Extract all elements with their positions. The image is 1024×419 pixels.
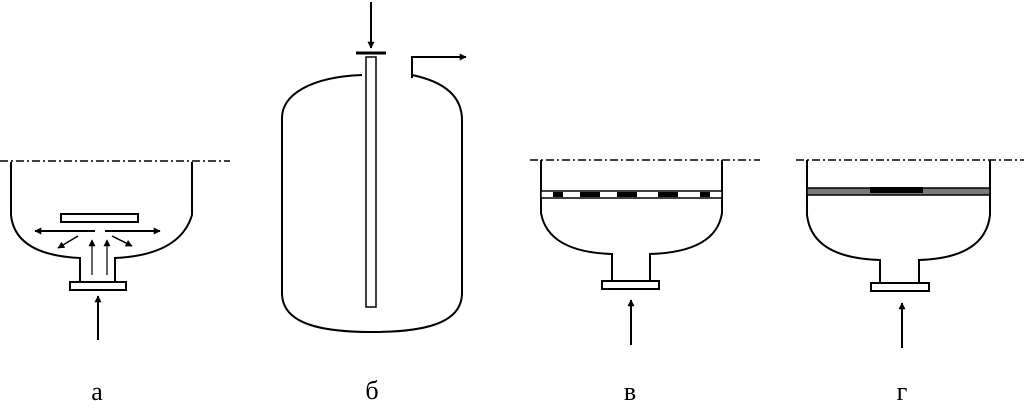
label-g: г <box>897 377 908 406</box>
label-a: а <box>91 377 103 406</box>
vessel-a <box>0 160 230 340</box>
porous-plate-insert <box>870 187 923 193</box>
vessel-d-body <box>806 160 991 284</box>
vessel-d <box>796 159 1024 348</box>
vessel-b <box>281 2 467 334</box>
vessel-a-body <box>10 162 193 284</box>
deflector-plate <box>60 213 139 223</box>
dip-pipe <box>365 56 377 308</box>
outlet-arrow-b <box>411 53 467 78</box>
vessel-b-body <box>281 74 463 334</box>
label-v: в <box>624 377 636 406</box>
vessel-c-flange <box>601 280 660 290</box>
vessel-a-flange <box>69 281 127 291</box>
vessel-c <box>530 159 760 345</box>
label-b: б <box>365 376 378 405</box>
spread-arrow-down-right <box>111 235 133 247</box>
perforation-holes <box>553 192 710 197</box>
spread-arrow-down-left <box>57 235 79 249</box>
vessel-c-body <box>540 160 723 282</box>
vessel-d-flange <box>870 282 930 292</box>
